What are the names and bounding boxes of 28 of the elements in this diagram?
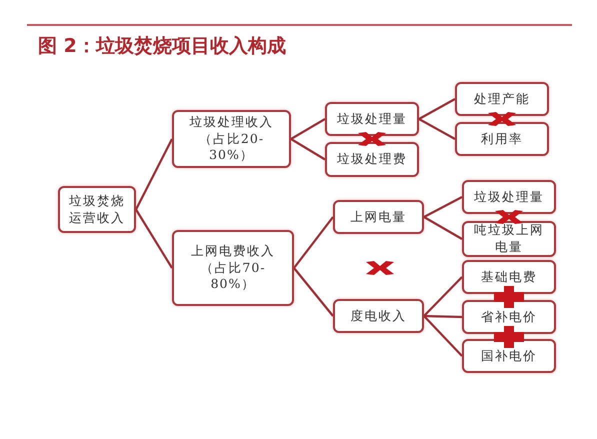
category-box: 省补电价 <box>462 300 556 334</box>
connector-line <box>290 118 326 140</box>
category-box: 垃圾处理量 <box>462 180 556 214</box>
connector-line <box>293 216 334 269</box>
category-box: 垃圾处理量 <box>325 102 419 136</box>
category-box: 利用率 <box>455 122 549 156</box>
connector-line <box>418 98 456 120</box>
category-box: 上网电量 <box>333 200 424 234</box>
category-box: 度电收入 <box>333 299 424 333</box>
connector-line <box>423 315 463 357</box>
connector-line <box>135 138 173 210</box>
connector-line <box>423 216 463 240</box>
category-box: 国补电价 <box>462 339 556 373</box>
connector-line <box>423 276 463 317</box>
category-box: 垃圾焚烧运营收入 <box>58 186 136 233</box>
connector-line <box>293 267 334 317</box>
connector-line <box>424 314 462 318</box>
category-box: 垃圾处理费 <box>325 142 419 177</box>
connector-line <box>418 118 456 140</box>
category-box: 吨垃圾上网电量 <box>462 221 556 257</box>
category-box: 基础电费 <box>462 260 556 294</box>
connector-line <box>290 138 326 160</box>
category-box: 上网电费收入（占比70-80%） <box>172 230 294 306</box>
category-box: 垃圾处理收入（占比20-30%） <box>172 110 291 168</box>
connector-line <box>135 208 173 269</box>
category-box: 处理产能 <box>455 82 549 116</box>
figure-title: 图 2：垃圾焚烧项目收入构成 <box>38 34 286 59</box>
connector-line <box>423 196 463 218</box>
